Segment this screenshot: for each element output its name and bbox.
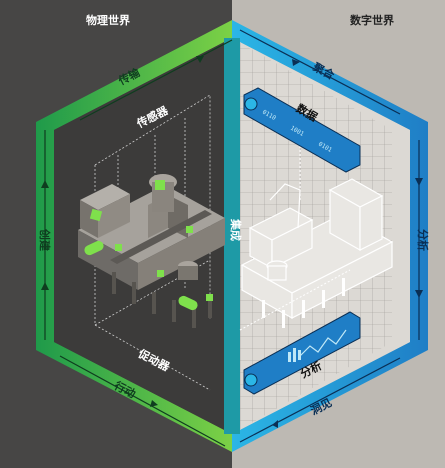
header-digital-world: 数字世界 [350,13,394,27]
arrowheads-physical [41,56,204,407]
label-create: 创建 [38,228,52,252]
flow-arrows-digital [239,29,420,443]
physical-machine [78,174,225,328]
header-physical-world: 物理世界 [86,13,130,27]
digital-guide-lines [239,130,351,331]
wireframe-legs [262,278,345,328]
analysis-tube [243,311,361,395]
flow-arrows-physical [44,39,233,447]
label-integrate: 集成 [229,218,243,241]
data-tube: 0110 1001 0101 [243,87,361,173]
label-analyze-right: 分析 [416,229,430,251]
actuator-pills [84,240,198,311]
center-integration-bar [224,38,240,434]
arrowheads-digital [272,59,423,428]
sensor-markers [89,180,213,301]
